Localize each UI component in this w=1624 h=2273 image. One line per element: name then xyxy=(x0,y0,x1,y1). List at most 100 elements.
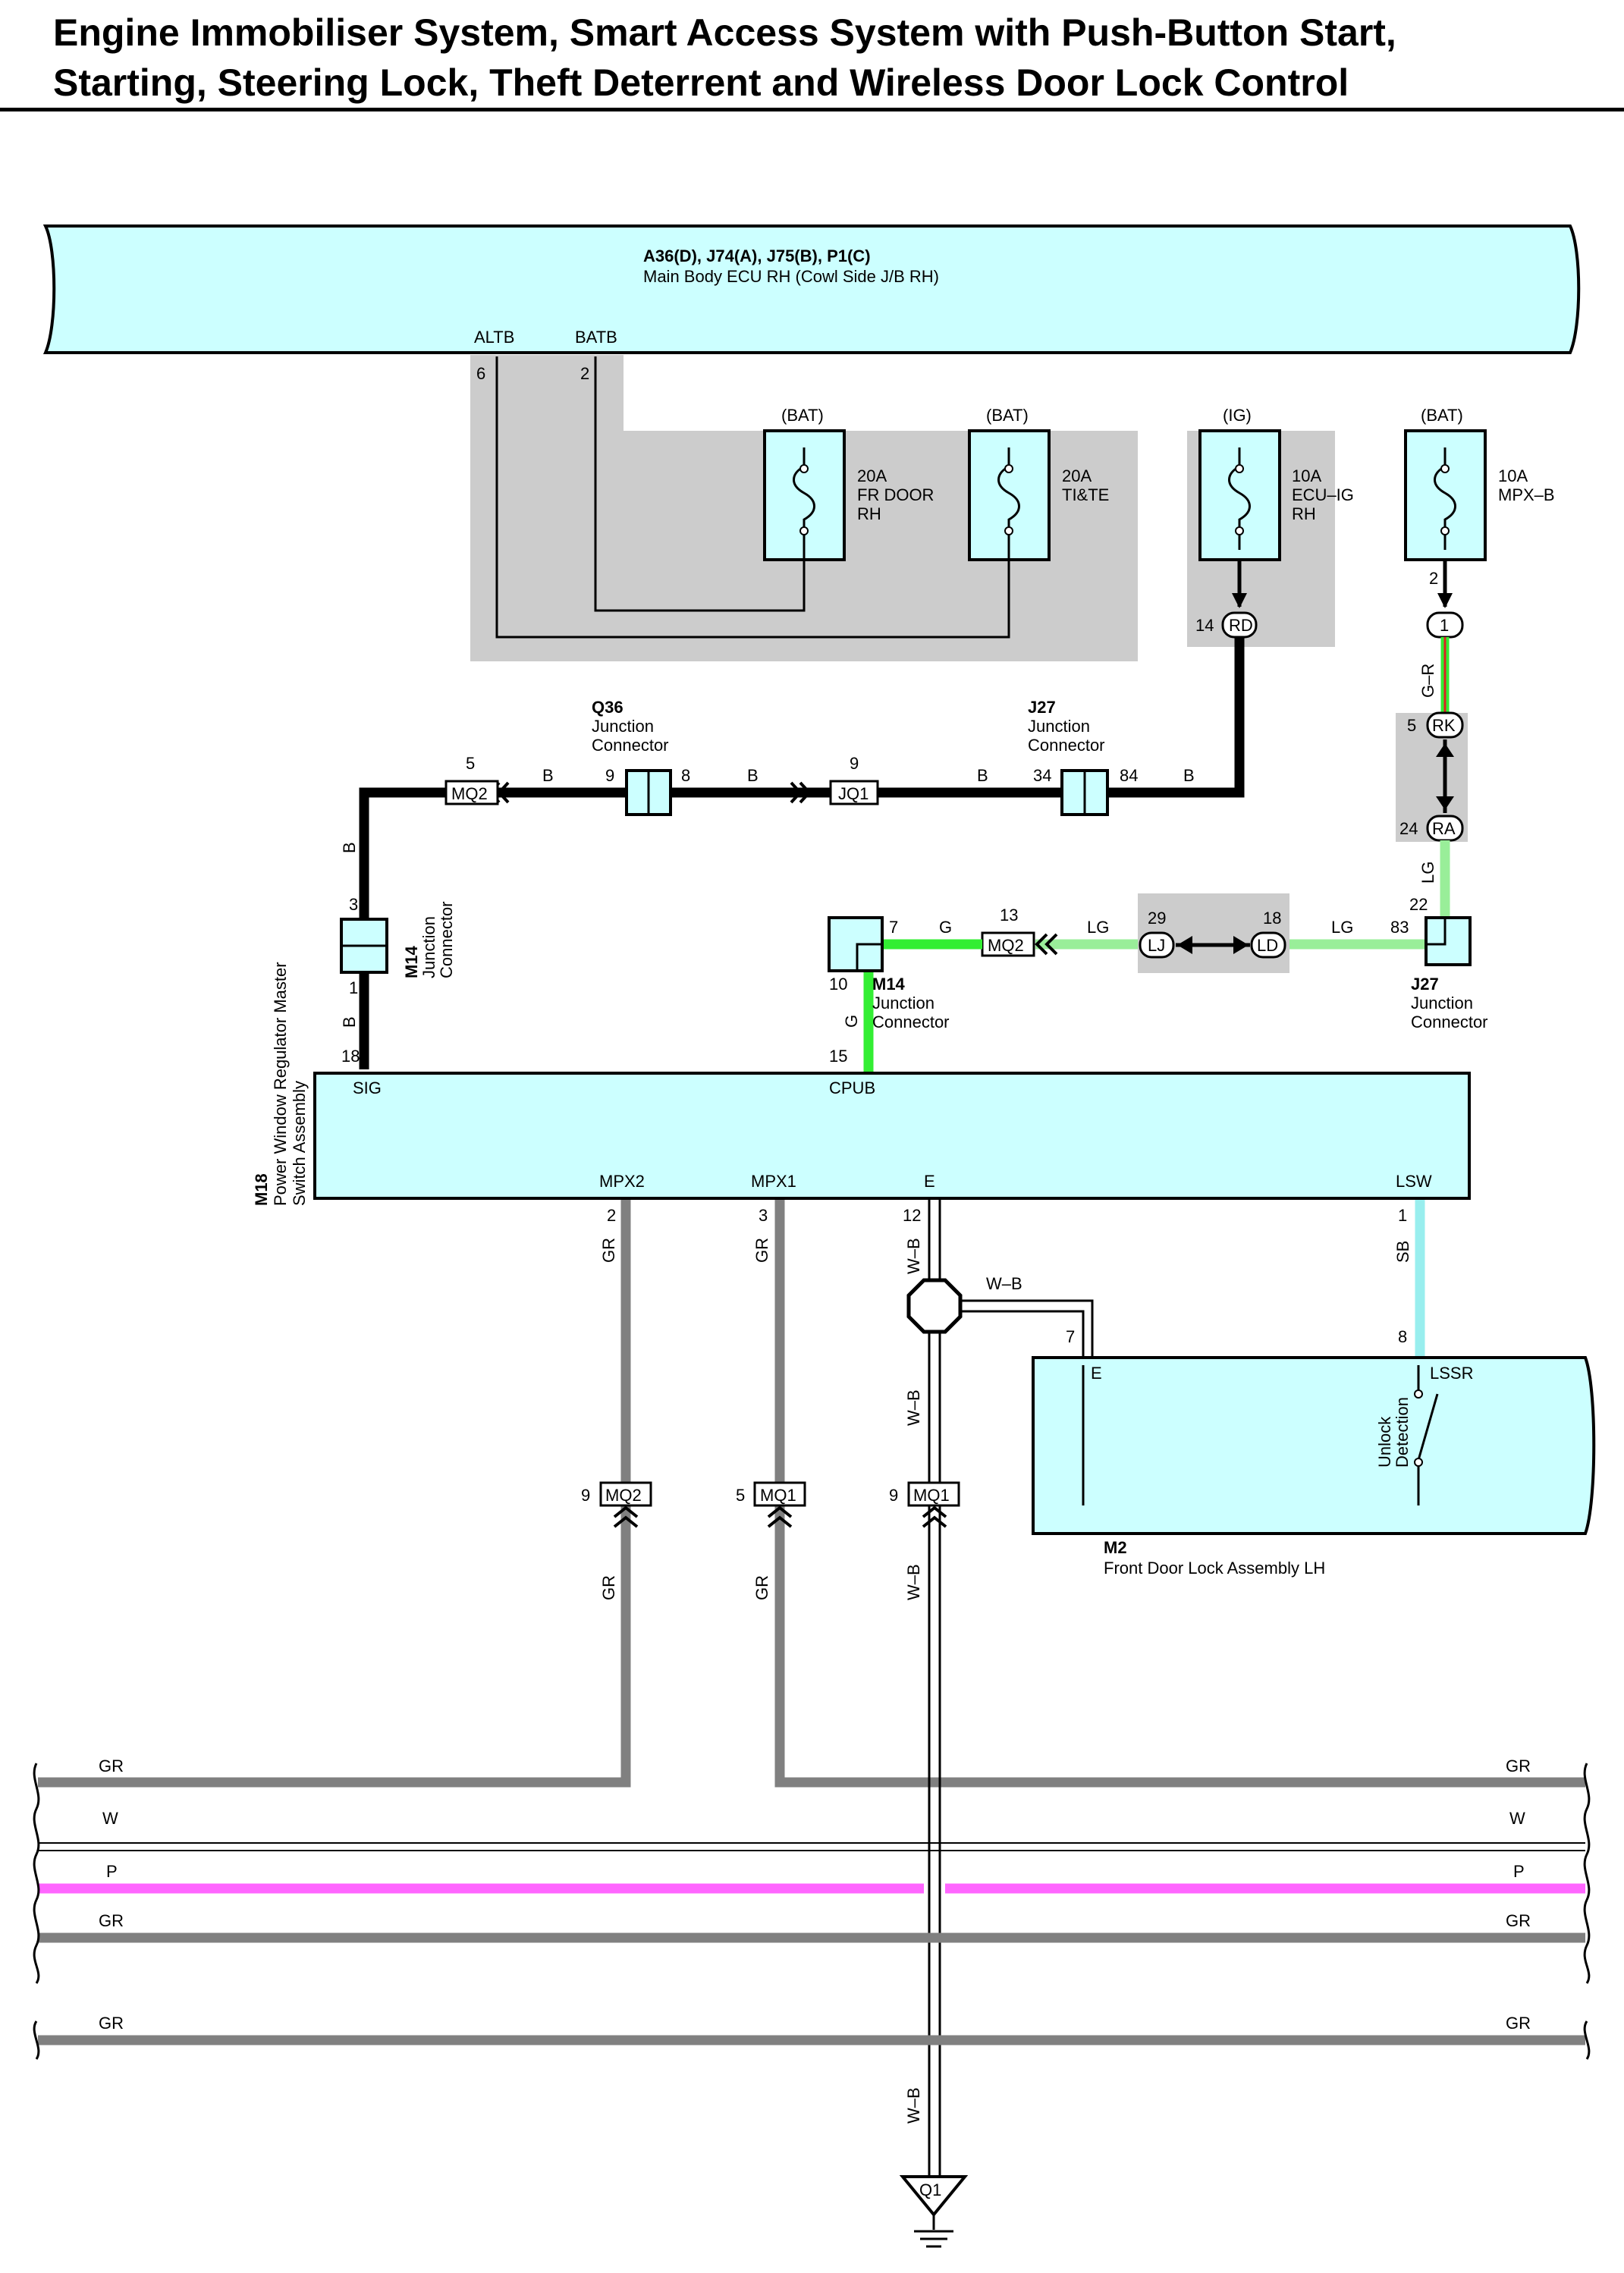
fuse-icon xyxy=(793,447,815,550)
svg-text:W: W xyxy=(1509,1809,1525,1828)
svg-text:W–B: W–B xyxy=(904,2087,923,2124)
svg-text:24: 24 xyxy=(1399,819,1418,838)
svg-text:GR: GR xyxy=(752,1238,771,1263)
connector-mq2-bottom: MQ2 9 xyxy=(581,1481,652,1528)
svg-text:5: 5 xyxy=(1407,716,1416,735)
fuse-rating: 10A xyxy=(1498,466,1528,485)
wire-g-r: 2 1 G–R xyxy=(1418,560,1464,713)
svg-text:18: 18 xyxy=(341,1047,360,1066)
svg-text:Junction: Junction xyxy=(592,717,654,736)
connector-mq1-a: MQ1 5 xyxy=(736,1481,806,1528)
title-block: Engine Immobiliser System, Smart Access … xyxy=(53,8,1600,108)
svg-text:MQ2: MQ2 xyxy=(451,784,488,803)
svg-text:Connector: Connector xyxy=(1411,1012,1488,1031)
connector-rk-ra: RK 5 RA 24 xyxy=(1399,711,1464,842)
fuse-rating: 20A xyxy=(857,466,887,485)
svg-text:14: 14 xyxy=(1195,616,1214,635)
chevron-icon xyxy=(790,781,812,804)
svg-text:LG: LG xyxy=(1331,918,1353,937)
svg-text:P: P xyxy=(106,1862,118,1881)
svg-text:W–B: W–B xyxy=(904,1389,923,1426)
front-door-lock: E LSSR Unlock Detection M2 Front Door Lo… xyxy=(1032,1356,1596,1578)
svg-text:Connector: Connector xyxy=(437,901,456,978)
svg-text:13: 13 xyxy=(1000,906,1018,925)
svg-text:Connector: Connector xyxy=(592,736,669,755)
svg-text:LG: LG xyxy=(1418,862,1437,884)
svg-text:29: 29 xyxy=(1148,909,1166,928)
svg-text:Switch Assembly: Switch Assembly xyxy=(290,1081,309,1206)
arrow-up-icon xyxy=(1436,743,1454,757)
svg-text:M18: M18 xyxy=(252,1173,271,1206)
fuse-name-1: ECU–IG xyxy=(1292,485,1354,504)
svg-text:J27: J27 xyxy=(1411,975,1439,994)
ecu-code: A36(D), J74(A), J75(B), P1(C) xyxy=(643,246,871,265)
fuse-source: (BAT) xyxy=(1421,406,1463,425)
ecu-name: Main Body ECU RH (Cowl Side J/B RH) xyxy=(643,267,939,286)
svg-text:3: 3 xyxy=(759,1206,768,1225)
svg-text:Junction: Junction xyxy=(872,994,935,1012)
junction-j27-top: J27 Junction Connector 34 84 B B xyxy=(977,698,1195,816)
svg-text:LG: LG xyxy=(1087,918,1109,937)
fuse-fr-door: (BAT) 20A FR DOOR RH xyxy=(763,406,934,561)
connector-jq1: JQ1 9 xyxy=(829,754,879,805)
chevron-icon xyxy=(1035,933,1058,956)
pws-pin-lsw: LSW xyxy=(1396,1172,1432,1191)
ecu-pin-altb: ALTB xyxy=(474,328,514,347)
svg-text:1: 1 xyxy=(349,978,358,997)
main-body-ecu: A36(D), J74(A), J75(B), P1(C) Main Body … xyxy=(42,224,1581,383)
svg-text:JQ1: JQ1 xyxy=(838,784,869,803)
svg-text:B: B xyxy=(1183,766,1195,785)
pws-pin-sig: SIG xyxy=(353,1078,382,1097)
svg-text:SB: SB xyxy=(1393,1241,1412,1263)
ecu-fuse-wires xyxy=(495,356,1010,639)
svg-text:GR: GR xyxy=(99,2014,124,2033)
wire-gr-mpx xyxy=(38,1200,1585,1788)
power-window-switch: SIG CPUB MPX2 MPX1 E LSW M18 Power Windo… xyxy=(252,962,1471,1206)
svg-text:Front Door Lock Assembly LH: Front Door Lock Assembly LH xyxy=(1104,1559,1325,1578)
svg-text:9: 9 xyxy=(581,1486,590,1505)
svg-text:RD: RD xyxy=(1229,616,1253,635)
connector-lj-ld: LJ 29 LD 18 xyxy=(1139,909,1286,959)
fuse-name-1: FR DOOR xyxy=(857,485,934,504)
fuse-name-2: RH xyxy=(857,504,881,523)
svg-text:Q36: Q36 xyxy=(592,698,624,717)
fuse-icon xyxy=(1434,447,1456,550)
svg-text:GR: GR xyxy=(599,1575,618,1600)
svg-text:GR: GR xyxy=(99,1911,124,1930)
pws-pin-mpx1: MPX1 xyxy=(751,1172,796,1191)
svg-text:83: 83 xyxy=(1390,918,1409,937)
svg-text:5: 5 xyxy=(736,1486,745,1505)
svg-text:W–B: W–B xyxy=(904,1564,923,1600)
svg-text:Connector: Connector xyxy=(1028,736,1105,755)
svg-text:1: 1 xyxy=(1398,1206,1407,1225)
title-line-2: Starting, Steering Lock, Theft Deterrent… xyxy=(53,61,1349,104)
chevron-icon xyxy=(767,1505,793,1528)
ecu-pin-batb: BATB xyxy=(575,328,617,347)
fuse-source: (IG) xyxy=(1223,406,1252,425)
svg-text:9: 9 xyxy=(889,1486,898,1505)
svg-text:J27: J27 xyxy=(1028,698,1056,717)
svg-text:22: 22 xyxy=(1409,895,1428,914)
fuse-source: (BAT) xyxy=(986,406,1029,425)
svg-text:8: 8 xyxy=(681,766,690,785)
svg-text:Junction: Junction xyxy=(1028,717,1090,736)
svg-text:G: G xyxy=(842,1015,861,1028)
svg-text:GR: GR xyxy=(752,1575,771,1600)
svg-text:10: 10 xyxy=(829,975,847,994)
svg-text:B: B xyxy=(340,842,359,853)
svg-text:Junction: Junction xyxy=(1411,994,1473,1012)
svg-text:2: 2 xyxy=(1429,569,1438,588)
fuse-ecu-ig: (IG) 10A ECU–IG RH xyxy=(1198,406,1354,561)
ecu-pin-batb-no: 2 xyxy=(580,364,589,383)
svg-text:Junction: Junction xyxy=(419,916,438,978)
svg-text:7: 7 xyxy=(889,918,898,937)
svg-text:LD: LD xyxy=(1257,936,1278,955)
svg-text:M14: M14 xyxy=(872,975,906,994)
wire-g xyxy=(863,939,982,1073)
svg-text:M2: M2 xyxy=(1104,1538,1127,1557)
title-line-1: Engine Immobiliser System, Smart Access … xyxy=(53,11,1396,54)
svg-text:B: B xyxy=(340,1016,359,1028)
switch-icon xyxy=(1417,1393,1439,1461)
svg-text:LJ: LJ xyxy=(1148,936,1165,955)
ground-q1: Q1 xyxy=(899,2175,969,2248)
